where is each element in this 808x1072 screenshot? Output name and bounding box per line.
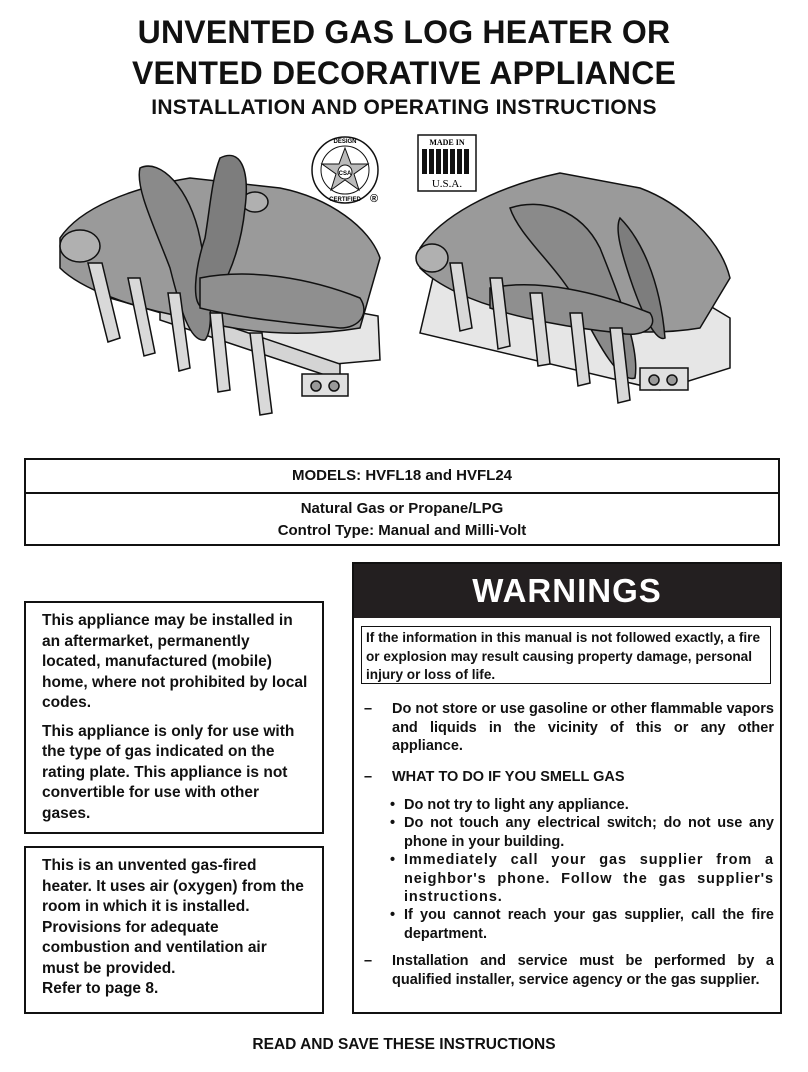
svg-text:U.S.A.: U.S.A. — [432, 178, 463, 190]
warning-item: – WHAT TO DO IF YOU SMELL GAS — [360, 768, 774, 787]
svg-text:CERTIFIED: CERTIFIED — [329, 197, 361, 203]
bullet-item: If you cannot reach your gas supplier, c… — [390, 906, 774, 943]
mobile-home-note: This appliance may be installed in an af… — [24, 601, 324, 834]
footer-instruction: READ AND SAVE THESE INSTRUCTIONS — [252, 1036, 556, 1053]
dash: – — [364, 701, 373, 717]
log-set-left — [59, 154, 381, 416]
fuel-type: Natural Gas or Propane/LPG — [300, 500, 504, 517]
warning-item: – Installation and service must be perfo… — [360, 952, 774, 989]
note-paragraph: This is an unvented gas-fired heater. It… — [42, 857, 304, 977]
bullet-item: Immediately call your gas supplier from … — [390, 851, 774, 906]
warnings-intro: If the information in this manual is not… — [361, 626, 771, 684]
models-title: MODELS: HVFL18 and HVFL24 — [26, 460, 778, 494]
note-paragraph: Refer to page 8. — [42, 980, 159, 997]
design-certified-seal: CSA DESIGN CERTIFIED ® — [311, 136, 379, 205]
subtitle: INSTALLATION AND OPERATING INSTRUCTIONS — [151, 96, 657, 119]
control-type: Control Type: Manual and Milli-Volt — [277, 522, 527, 539]
dash: – — [364, 953, 373, 969]
warning-text: WHAT TO DO IF YOU SMELL GAS — [392, 769, 625, 785]
svg-text:MADE IN: MADE IN — [429, 138, 465, 147]
warning-text: Do not store or use gasoline or other fl… — [392, 701, 774, 755]
warning-item: – Do not store or use gasoline or other … — [360, 700, 774, 756]
gas-smell-steps: Do not try to light any appliance. Do no… — [390, 796, 774, 943]
note-paragraph: This appliance is only for use with the … — [42, 722, 295, 822]
svg-text:CSA: CSA — [339, 171, 352, 177]
title-line-2: VENTED DECORATIVE APPLIANCE — [131, 55, 677, 91]
note-paragraph: This appliance may be installed in an af… — [42, 612, 308, 711]
bullet-item: Do not touch any electrical switch; do n… — [390, 814, 774, 851]
made-in-usa-logo: MADE IN U.S.A. — [417, 134, 477, 192]
dash: – — [364, 769, 373, 785]
gas-log-illustration: CSA DESIGN CERTIFIED ® MADE IN U.S.A. — [59, 134, 731, 416]
unvented-heater-note: This is an unvented gas-fired heater. It… — [24, 846, 324, 1014]
title-line-1: UNVENTED GAS LOG HEATER OR — [137, 14, 671, 50]
svg-text:DESIGN: DESIGN — [333, 139, 356, 145]
bullet-item: Do not try to light any appliance. — [390, 796, 774, 815]
warnings-box: WARNINGS If the information in this manu… — [352, 562, 782, 1014]
warning-text: Installation and service must be perform… — [392, 953, 774, 988]
svg-text:®: ® — [370, 193, 378, 205]
models-box: MODELS: HVFL18 and HVFL24 Natural Gas or… — [24, 458, 780, 546]
log-set-right — [415, 172, 731, 404]
warnings-heading: WARNINGS — [354, 564, 780, 618]
